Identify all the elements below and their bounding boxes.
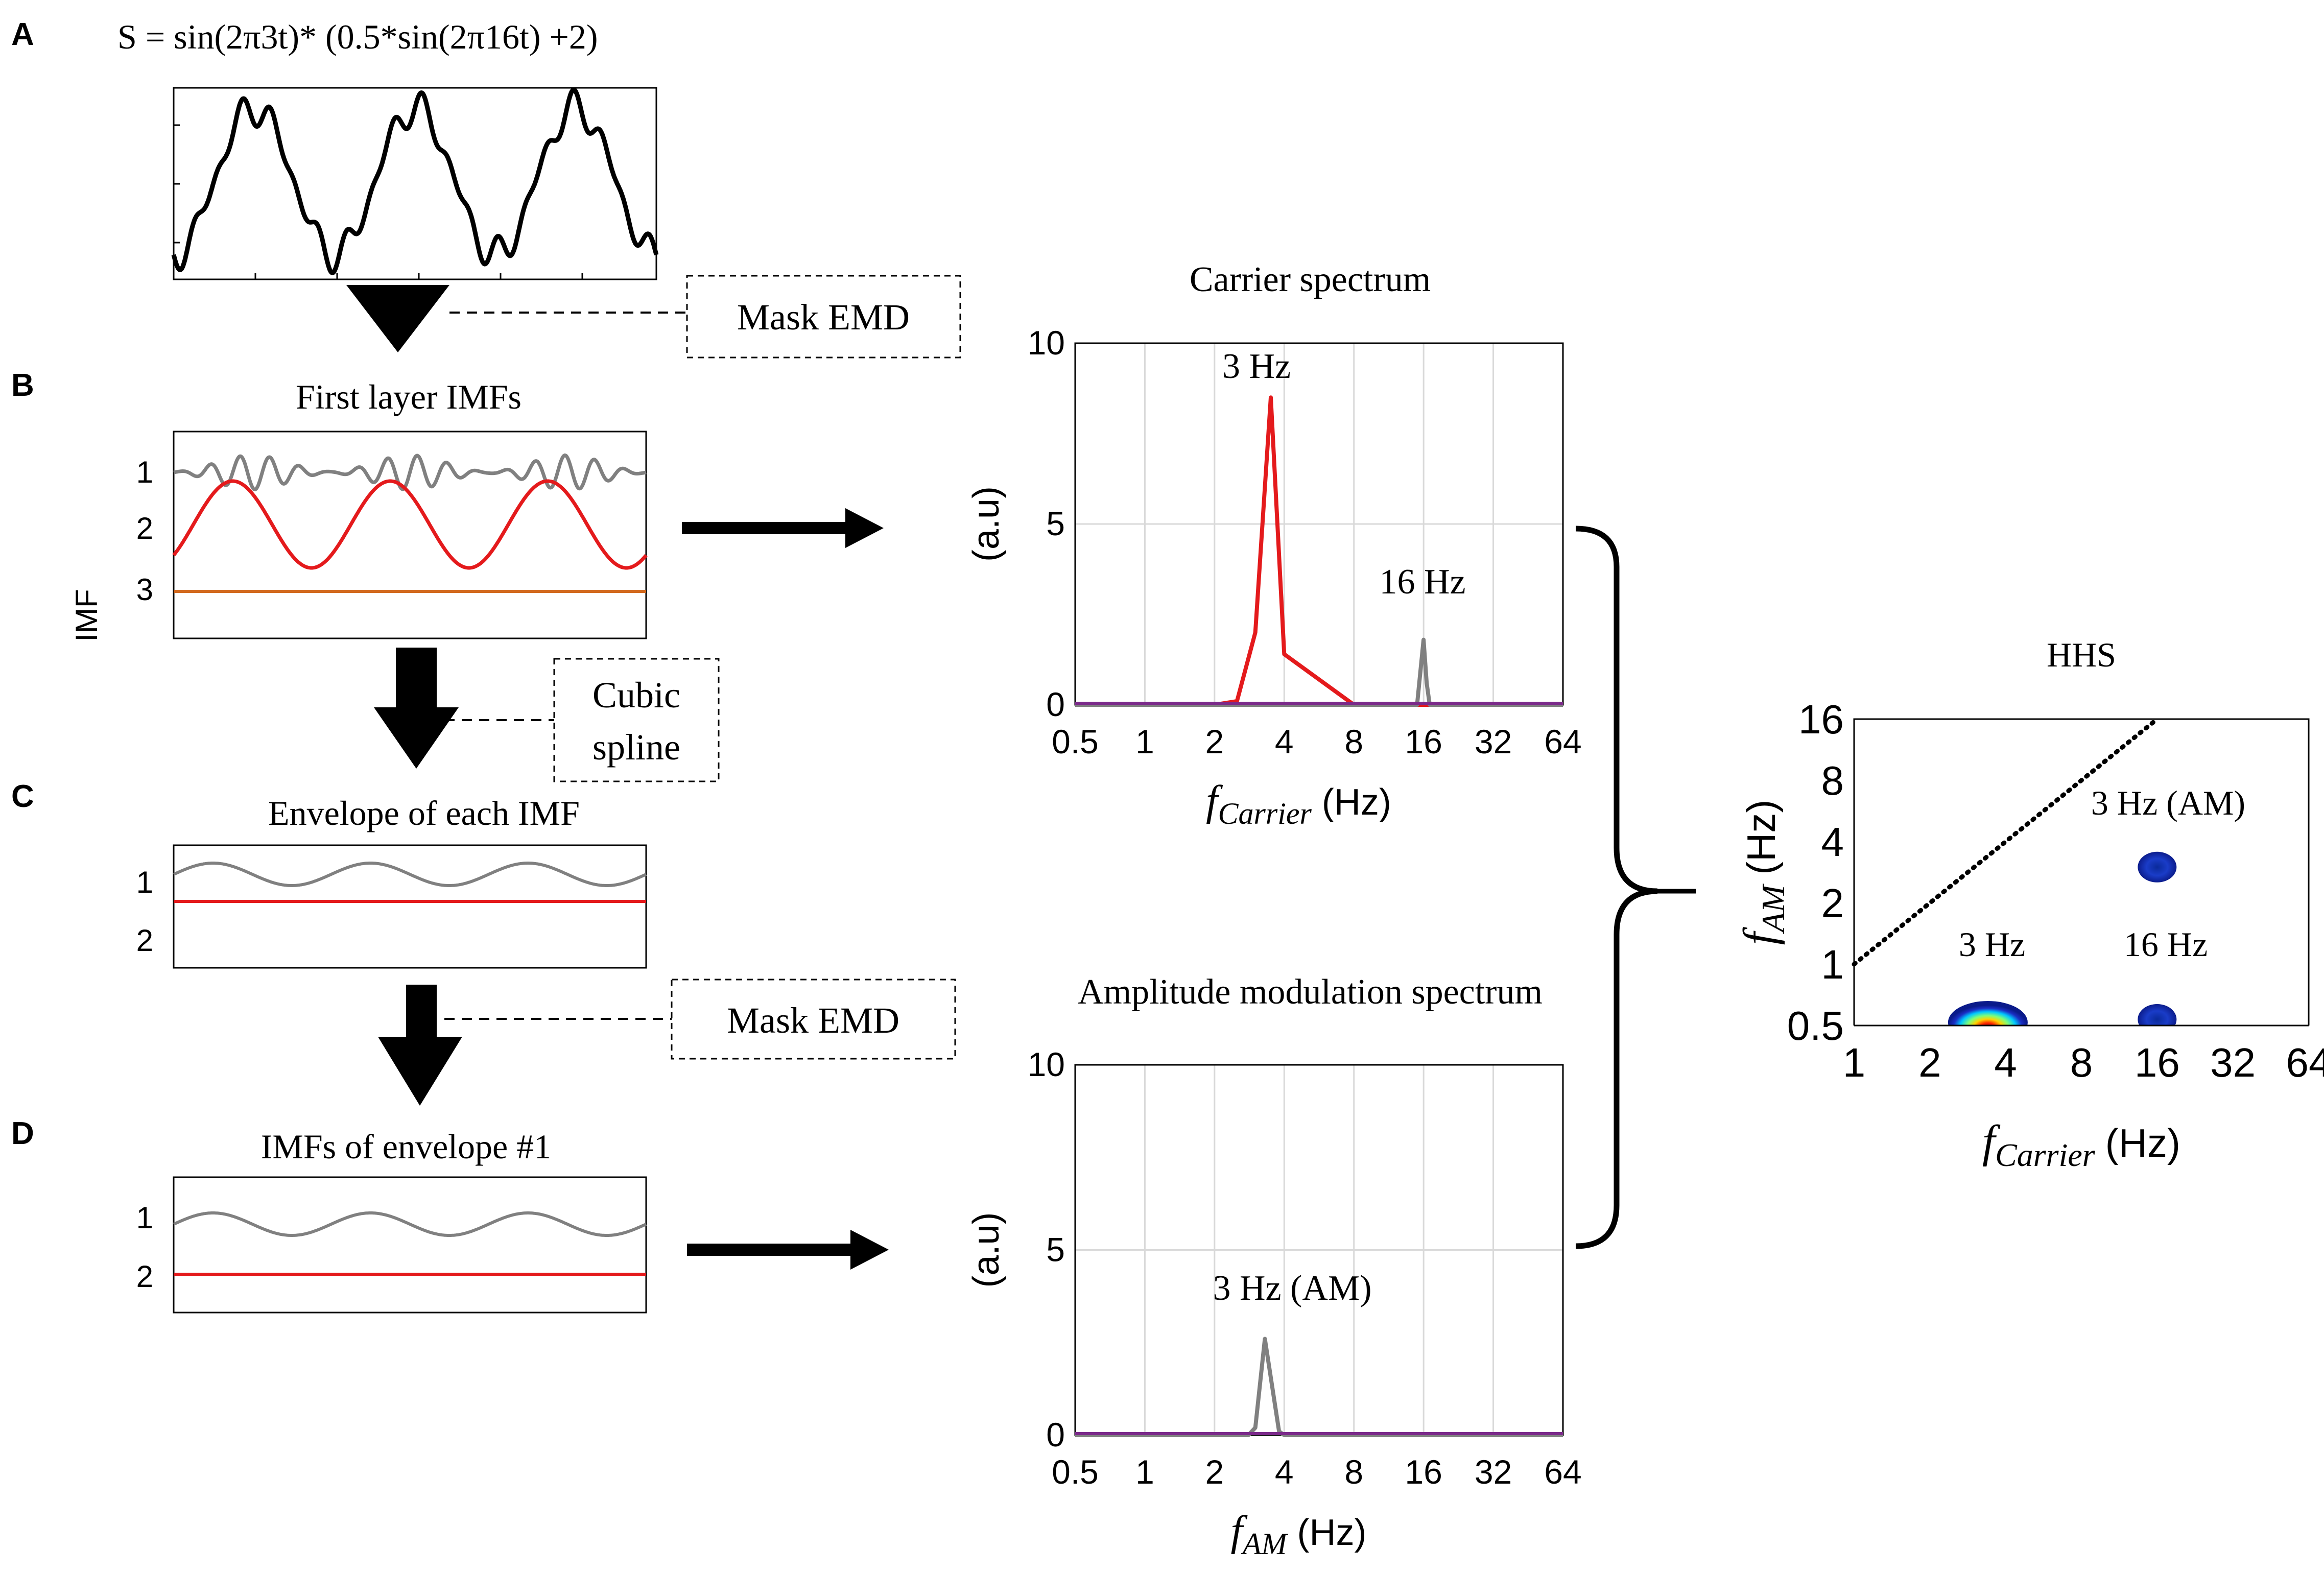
- imf-row-label-1: 1: [136, 455, 153, 489]
- hhs-label-3hz: 3 Hz: [1959, 925, 2025, 964]
- x-tick-label: 8: [1344, 723, 1363, 760]
- mask-emd-label-1: Mask EMD: [737, 297, 910, 338]
- x-axis-label: fAM(Hz): [1231, 1507, 1367, 1561]
- x-tick-label: 8: [1344, 1453, 1363, 1491]
- signal-trace: [171, 87, 659, 275]
- peak-label-3hz-am: 3 Hz (AM): [1213, 1269, 1371, 1308]
- hhs-x-tick-label: 2: [1918, 1040, 1941, 1085]
- x-tick-label: 4: [1275, 1453, 1294, 1491]
- signal-plot: [171, 87, 659, 280]
- envelope-imf-row-label-2: 2: [136, 1259, 153, 1294]
- mask-emd-box-1: [686, 275, 961, 359]
- y-tick-label: 5: [1046, 505, 1065, 542]
- y-tick-label: 0: [1046, 1416, 1065, 1453]
- hhs-x-tick-label: 64: [2286, 1040, 2324, 1085]
- hhs-y-axis-label: fAM(Hz): [1735, 800, 1791, 945]
- envelope-row-label-1: 1: [136, 865, 153, 899]
- panel-letter-a: A: [11, 17, 34, 52]
- imf-plot: [172, 431, 648, 639]
- hhs-x-tick-label: 1: [1843, 1040, 1866, 1085]
- arrow-to-carrier-spectrum: [682, 508, 884, 548]
- carrier-spectrum-title: Carrier spectrum: [1190, 260, 1431, 299]
- imf-row-label-2: 2: [136, 511, 153, 545]
- x-tick-label: 32: [1475, 1453, 1512, 1491]
- hhs-x-tick-label: 16: [2135, 1040, 2180, 1085]
- x-tick-label: 1: [1135, 723, 1154, 760]
- envelope-row-label-2: 2: [136, 923, 153, 958]
- signal-formula: S = sin(2π3t)* (0.5*sin(2π16t) +2): [117, 17, 598, 56]
- x-tick-label: 2: [1205, 1453, 1224, 1491]
- envelope-imf-plot: [173, 1176, 647, 1314]
- peak-label-3hz: 3 Hz: [1222, 347, 1291, 386]
- down-arrow-b: [374, 648, 459, 769]
- peak-label-16hz: 16 Hz: [1379, 562, 1465, 602]
- x-tick-label: 16: [1405, 1453, 1442, 1491]
- panel-c-title: Envelope of each IMF: [268, 794, 580, 832]
- cubic-spline-box: [553, 658, 720, 782]
- hhs-x-tick-label: 8: [2070, 1040, 2093, 1085]
- down-arrow-a: [346, 285, 449, 352]
- diagonal-line: [1852, 717, 2160, 967]
- hhs-y-tick-label: 16: [1798, 697, 1844, 742]
- y-tick-label: 10: [1028, 324, 1065, 362]
- carrier-spectrum-chart: 0.5 1 2 4 8 16 32 64 10 5 0 (a.u) fCarrier(Hz) 3 Hz 16…: [966, 324, 1582, 830]
- panel-letter-d: D: [11, 1116, 34, 1151]
- cubic-spline-label-2: spline: [592, 727, 680, 768]
- y-tick-label: 10: [1028, 1045, 1065, 1083]
- y-tick-label: 5: [1046, 1231, 1065, 1269]
- x-tick-label: 2: [1205, 723, 1224, 760]
- hhs-y-tick-label: 2: [1821, 880, 1844, 926]
- x-tick-label: 16: [1405, 723, 1442, 760]
- down-arrow-c: [378, 985, 462, 1106]
- hhs-y-tick-label: 8: [1821, 758, 1844, 803]
- hhs-x-axis-label: fCarrier(Hz): [1982, 1116, 2180, 1173]
- am-spectrum-chart: 0.5 1 2 4 8 16 32 64 10 5 0 (a.u) fAM(Hz) 3 Hz (AM): [966, 1045, 1582, 1561]
- y-axis-label: (a.u): [966, 1212, 1007, 1288]
- x-tick-label: 1: [1135, 1453, 1154, 1491]
- hhs-y-tick-label: 1: [1821, 942, 1844, 987]
- hhs-title: HHS: [2047, 635, 2116, 674]
- hhs-y-tick-label: 0.5: [1787, 1003, 1844, 1048]
- envelope-imf-row-label-1: 1: [136, 1201, 153, 1235]
- mask-emd-box-2: [671, 979, 956, 1060]
- hhs-y-tick-label: 4: [1821, 819, 1844, 865]
- x-tick-label: 4: [1275, 723, 1294, 760]
- envelope-imf1-trace: [173, 1211, 647, 1237]
- y-axis-label: (a.u): [966, 486, 1007, 562]
- x-tick-label: 64: [1544, 723, 1581, 760]
- panel-b-title: First layer IMFs: [296, 377, 521, 416]
- hhs-blob: [2138, 851, 2177, 883]
- imf2-trace: [172, 479, 648, 570]
- hhs-frame: [1853, 718, 2310, 1027]
- imf-row-label-3: 3: [136, 573, 153, 607]
- x-tick-label: 32: [1475, 723, 1512, 760]
- curly-brace: [1575, 526, 1658, 1249]
- panel-letter-c: C: [11, 779, 34, 814]
- imf-axis-label: IMF: [69, 589, 104, 641]
- imf1-trace: [173, 453, 647, 492]
- y-tick-label: 0: [1046, 685, 1065, 723]
- panel-letter-b: B: [11, 368, 34, 403]
- mask-emd-label-2: Mask EMD: [727, 1000, 899, 1041]
- x-tick-label: 64: [1544, 1453, 1581, 1491]
- x-tick-label: 0.5: [1052, 723, 1099, 760]
- hhs-label-3hz-am: 3 Hz (AM): [2091, 783, 2245, 822]
- envelope1-trace: [173, 862, 647, 887]
- envelope-plot: [173, 844, 647, 969]
- am-spectrum-title: Amplitude modulation spectrum: [1078, 972, 1543, 1012]
- hhs-label-16hz: 16 Hz: [2124, 925, 2208, 964]
- cubic-spline-label-1: Cubic: [592, 675, 680, 716]
- x-tick-label: 0.5: [1052, 1453, 1099, 1491]
- hhs-x-tick-label: 4: [1994, 1040, 2017, 1085]
- arrow-to-am-spectrum: [687, 1230, 889, 1270]
- x-axis-label: fCarrier(Hz): [1206, 777, 1391, 830]
- hhs-x-tick-label: 32: [2210, 1040, 2256, 1085]
- panel-d-title: IMFs of envelope #1: [261, 1127, 551, 1166]
